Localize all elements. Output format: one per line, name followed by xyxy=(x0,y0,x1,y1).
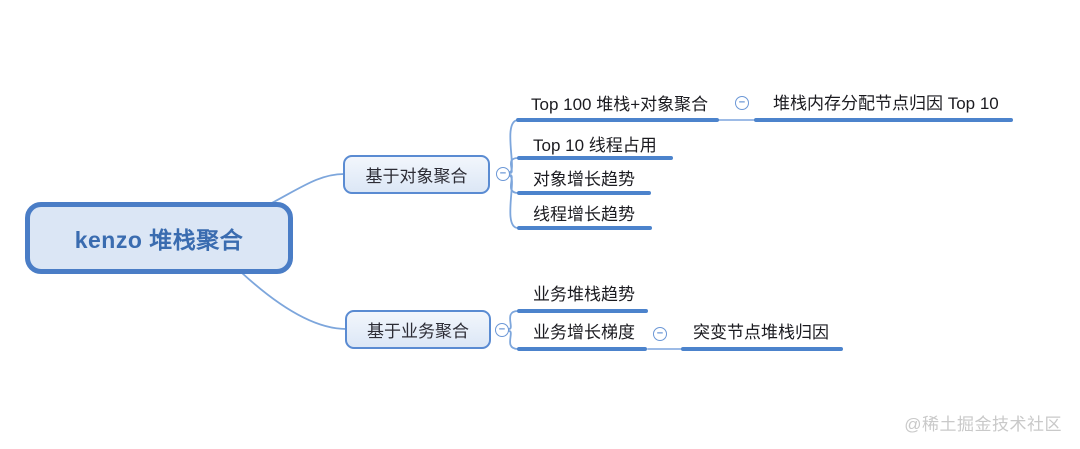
topic-underline xyxy=(517,226,652,230)
branch-node-object-aggregation[interactable]: 基于对象聚合 xyxy=(343,155,490,194)
root-node[interactable]: kenzo 堆栈聚合 xyxy=(25,202,293,274)
topic-underline xyxy=(517,347,647,351)
topic-underline xyxy=(517,156,673,160)
topic-business-stack-trend[interactable]: 业务堆栈趋势 xyxy=(533,285,635,304)
topic-object-growth-trend[interactable]: 对象增长趋势 xyxy=(533,170,635,189)
branch-node-label: 基于对象聚合 xyxy=(365,167,468,186)
collapse-button-growth-gradient-topic[interactable]: − xyxy=(653,327,667,341)
topic-business-growth-gradient[interactable]: 业务增长梯度 xyxy=(533,323,635,342)
connector-business-to-stack-trend xyxy=(508,310,519,330)
connector-root-to-business-branch xyxy=(241,272,347,330)
connector-object-to-thread-top10 xyxy=(509,157,519,174)
root-node-label: kenzo 堆栈聚合 xyxy=(74,227,244,253)
minus-icon: − xyxy=(738,96,746,109)
topic-underline xyxy=(516,118,719,122)
topic-stack-memory-attribution-top10[interactable]: 堆栈内存分配节点归因 Top 10 xyxy=(773,94,999,113)
topic-underline xyxy=(517,309,648,313)
connector-object-to-thread-growth xyxy=(509,175,519,229)
topic-mutation-node-stack-attribution[interactable]: 突变节点堆栈归因 xyxy=(693,323,829,342)
connector-business-to-growth-gradient xyxy=(508,330,519,350)
connector-root-to-object-branch xyxy=(269,173,345,205)
watermark-text: @稀土掘金技术社区 xyxy=(904,415,1062,434)
minus-icon: − xyxy=(656,327,664,340)
topic-thread-growth-trend[interactable]: 线程增长趋势 xyxy=(533,205,635,224)
branch-node-business-aggregation[interactable]: 基于业务聚合 xyxy=(345,310,491,349)
minus-icon: − xyxy=(499,167,507,180)
topic-underline xyxy=(754,118,1013,122)
minus-icon: − xyxy=(498,323,506,336)
topic-top10-thread-usage[interactable]: Top 10 线程占用 xyxy=(533,136,657,155)
collapse-button-business-branch[interactable]: − xyxy=(495,323,509,337)
collapse-button-top100-topic[interactable]: − xyxy=(735,96,749,110)
branch-node-label: 基于业务聚合 xyxy=(367,322,469,341)
topic-underline xyxy=(681,347,843,351)
topic-top100-stack-object[interactable]: Top 100 堆栈+对象聚合 xyxy=(531,95,709,114)
collapse-button-object-branch[interactable]: − xyxy=(496,167,510,181)
topic-underline xyxy=(517,191,651,195)
